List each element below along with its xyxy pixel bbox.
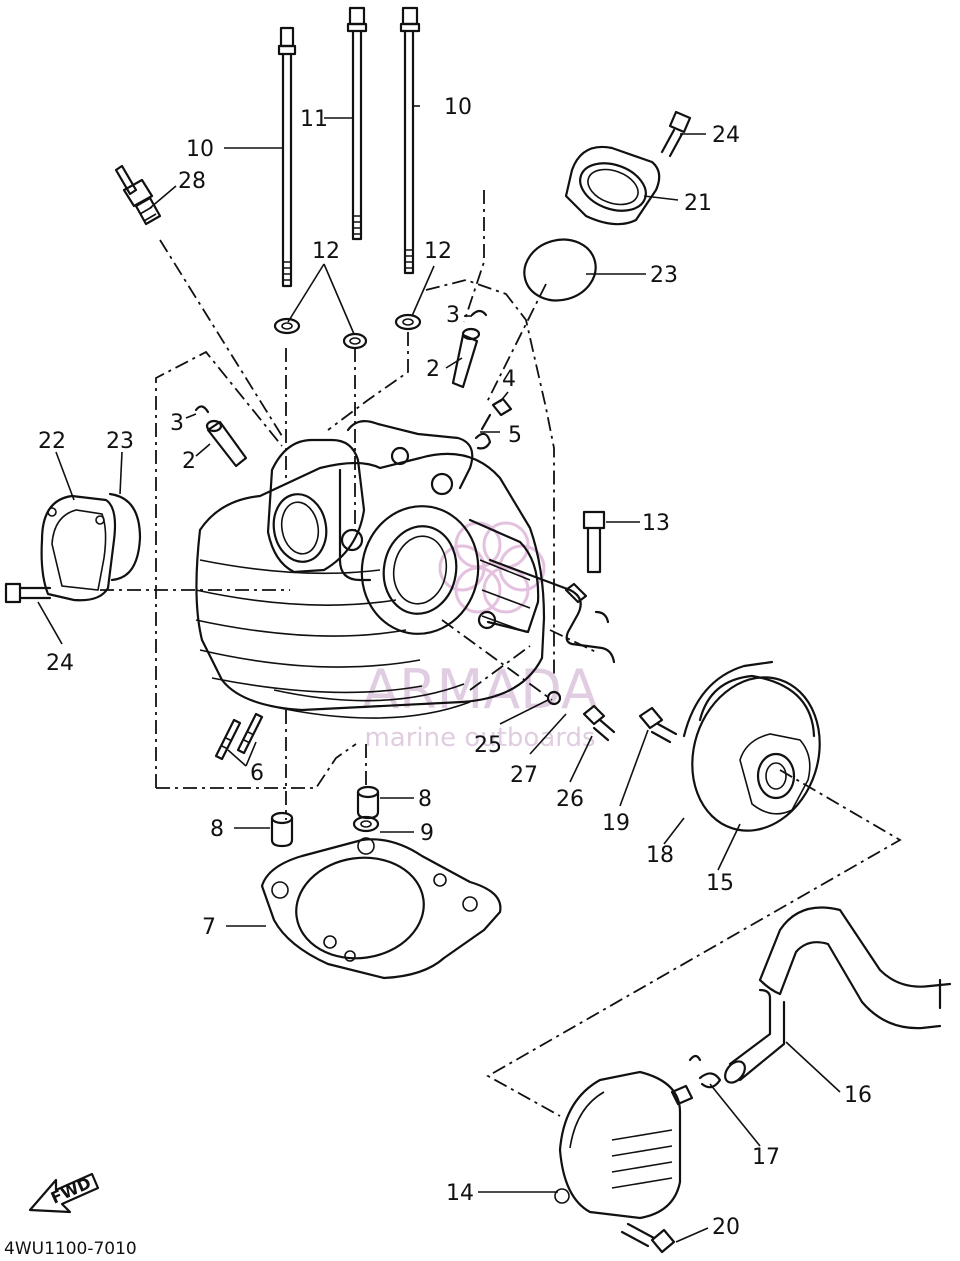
callout-24-side: 24: [46, 651, 74, 676]
cylinder-head-bolts: [277, 6, 421, 288]
bolt-24-side: [4, 582, 52, 604]
cover-14: [554, 1070, 694, 1220]
washer-5: [474, 432, 492, 450]
pipe-flange: [564, 582, 610, 624]
callout-2-upper: 2: [426, 357, 440, 382]
gasket-23-top: [523, 238, 597, 302]
gasket-18: [682, 660, 774, 738]
bolt-20: [620, 1222, 676, 1254]
bolt-13: [582, 510, 606, 574]
callout-numbers: 10 11 10 28 24 21 12 12 23 3 2 4 5 3 2 2…: [38, 95, 872, 1240]
callout-4: 4: [502, 367, 516, 392]
callout-24-top: 24: [712, 123, 740, 148]
gasket-23-side: [108, 492, 142, 582]
callout-10-left: 10: [186, 137, 214, 162]
bolt-26: [582, 704, 616, 742]
head-gasket-7: [260, 837, 502, 980]
washers-12: [273, 313, 422, 350]
bolt-19: [638, 706, 678, 744]
callout-7: 7: [202, 915, 216, 940]
washer-9: [352, 815, 380, 833]
callout-21: 21: [684, 191, 712, 216]
bolt-11: [346, 6, 368, 241]
tappet-cover-22: [40, 494, 117, 602]
hose-16: [724, 906, 952, 1084]
callout-5: 5: [508, 423, 522, 448]
callout-8-left: 8: [210, 817, 224, 842]
callout-28: 28: [178, 169, 206, 194]
bolt-24-top: [660, 110, 692, 158]
pipe-27: [488, 558, 616, 664]
callout-19: 19: [602, 811, 630, 836]
bolt-10-right: [399, 6, 421, 275]
dowel-8-left: [270, 811, 294, 848]
cover-15: [691, 674, 821, 832]
drawing-code: 4WU1100-7010: [4, 1239, 137, 1259]
callout-3-upper: 3: [446, 303, 460, 328]
callout-15: 15: [706, 871, 734, 896]
callout-20: 20: [712, 1215, 740, 1240]
callout-10-right: 10: [444, 95, 472, 120]
callout-18: 18: [646, 843, 674, 868]
callout-23-side: 23: [106, 429, 134, 454]
clip-3-lower: [194, 405, 210, 414]
callout-3-lower: 3: [170, 411, 184, 436]
callout-23-top: 23: [650, 263, 678, 288]
callout-16: 16: [844, 1083, 872, 1108]
callout-6: 6: [250, 761, 264, 786]
callout-22: 22: [38, 429, 66, 454]
dowel-8-right: [356, 785, 380, 820]
callout-26: 26: [556, 787, 584, 812]
callout-27: 27: [510, 763, 538, 788]
watermark-tagline: marine outboards: [364, 723, 595, 753]
intake-joint-21: [564, 145, 661, 226]
valve-guide-2-lower: [205, 419, 248, 468]
studs-6: [214, 712, 264, 761]
callout-9: 9: [420, 821, 434, 846]
fwd-arrow-icon: FWD: [28, 1172, 100, 1214]
fwd-label: FWD: [48, 1173, 94, 1207]
spark-plug-28: [114, 164, 162, 226]
clamp-17: [688, 1054, 722, 1089]
leader-lines: [37, 105, 841, 1243]
oring-25: [546, 690, 562, 706]
valve-guide-2-upper: [451, 327, 481, 389]
clip-3-upper: [470, 309, 488, 317]
callout-12-left: 12: [312, 239, 340, 264]
callout-2-lower: 2: [182, 449, 196, 474]
callout-14: 14: [446, 1181, 474, 1206]
callout-13: 13: [642, 511, 670, 536]
callout-11: 11: [300, 107, 328, 132]
cylinder-head: [195, 419, 546, 719]
callout-8-right: 8: [418, 787, 432, 812]
callout-25: 25: [474, 733, 502, 758]
assembly-lines: [100, 190, 902, 1117]
bolt-4: [480, 397, 513, 431]
bolt-10-left: [277, 26, 297, 288]
callout-17: 17: [752, 1145, 780, 1170]
callout-12-right: 12: [424, 239, 452, 264]
